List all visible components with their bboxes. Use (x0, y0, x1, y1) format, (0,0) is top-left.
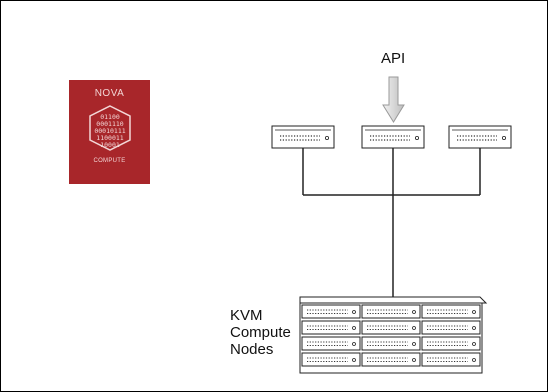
server-rack-icon (299, 296, 488, 374)
binary-hexagon-icon: 01100 0001110 00010111 1100011 10001 (89, 105, 131, 151)
down-arrow-icon (382, 76, 405, 123)
nova-logo-title: NOVA (94, 88, 125, 99)
network-connector (302, 148, 481, 297)
compute-nodes-label: KVM Compute Nodes (230, 307, 291, 358)
nova-compute-logo: NOVA 01100 0001110 00010111 1100011 1000… (69, 80, 150, 184)
compute-nodes-label-line: Nodes (230, 341, 274, 358)
compute-nodes-label-line: KVM (230, 307, 263, 324)
server-icon (361, 125, 425, 149)
server-icon (448, 125, 512, 149)
compute-nodes-label-line: Compute (230, 324, 291, 341)
svg-text:1100011: 1100011 (96, 134, 123, 142)
svg-text:01100: 01100 (100, 113, 120, 121)
server-icon (271, 125, 335, 149)
svg-text:0001110: 0001110 (96, 120, 123, 128)
svg-text:10001: 10001 (100, 141, 120, 149)
api-label: API (381, 50, 406, 67)
nova-logo-subtitle: COMPUTE (93, 158, 126, 164)
svg-text:00010111: 00010111 (94, 127, 125, 135)
